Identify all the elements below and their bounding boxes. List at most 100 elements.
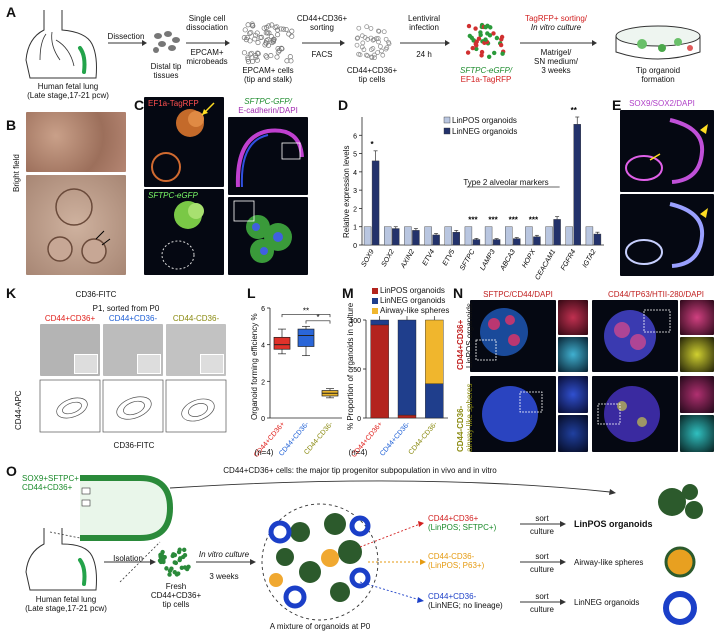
epcam-cell — [245, 56, 251, 62]
fresh-cell — [170, 553, 175, 559]
d-bar-neg — [412, 230, 420, 246]
a-step2-top-1: Single cell — [188, 14, 226, 23]
n-inset-2a — [680, 300, 714, 335]
o-lung-1: Human fetal lung — [35, 595, 97, 604]
fresh-cell — [158, 559, 164, 565]
d-y-tick-label: 0 — [353, 243, 357, 250]
d-bar-pos — [363, 226, 372, 246]
d-bar-neg — [593, 233, 602, 246]
d-bar-neg — [452, 231, 460, 246]
d-legend-pos: LinPOS organoids — [452, 116, 517, 125]
l-box — [273, 336, 291, 350]
epcam-cell — [284, 58, 290, 64]
epcam-cell — [272, 24, 278, 30]
infected-cell — [486, 54, 492, 60]
l-ylabel: Organoid forming efficiency % — [250, 313, 259, 420]
epcam-cell — [242, 27, 248, 33]
m-y-tick-label: 100 — [349, 318, 361, 325]
infected-cell — [470, 45, 475, 51]
n-image-3 — [470, 376, 556, 452]
d-bar-pos — [444, 226, 452, 246]
a-step4-top-1: Lentiviral — [407, 14, 441, 23]
panel-label-d: D — [338, 97, 349, 113]
l-n: (n=4) — [254, 448, 274, 457]
c-ecad-image-top — [228, 117, 308, 195]
tip-cell — [383, 36, 389, 42]
o-r2-b: (LinPOS; P63+) — [428, 561, 485, 570]
tip-cell — [365, 36, 371, 42]
o-r1-b: (LinPOS; SFTPC+) — [428, 523, 497, 532]
a-step3-top-1: CD44+CD36+ — [296, 14, 348, 23]
a-step3-top-2: sorting — [309, 23, 335, 32]
tip-cell — [365, 53, 370, 59]
o-sort-3: sort — [535, 592, 549, 601]
panel-a-schematic — [25, 10, 701, 79]
k-brightfield-3 — [166, 324, 226, 376]
panel-o-schematic — [25, 475, 703, 625]
k-group-3: CD44-CD36- — [172, 314, 220, 323]
infected-cell — [479, 53, 484, 58]
d-bar-neg — [472, 239, 481, 246]
fresh-cell — [182, 547, 187, 553]
infected-cell — [491, 31, 496, 36]
o-mixture: A mixture of organoids at P0 — [269, 622, 371, 631]
d-legend-neg: LinNEG organoids — [452, 127, 518, 136]
tip-cell — [357, 52, 363, 58]
b-brightfield-top — [26, 112, 126, 172]
d-bar-pos — [505, 226, 513, 246]
epcam-cell — [248, 29, 254, 36]
d-bar-neg — [533, 236, 541, 246]
fresh-cell — [176, 549, 182, 555]
d-category-label: AXIN2 — [399, 248, 416, 270]
d-bar-pos — [565, 226, 573, 246]
d-significance: * — [371, 140, 375, 149]
tip-cell — [376, 39, 381, 45]
k-brightfield-1 — [40, 324, 100, 376]
d-category-label: SOX2 — [381, 248, 396, 268]
epcam-cell — [252, 32, 259, 38]
epcam-cell — [286, 31, 292, 37]
o-culture-2: culture — [529, 565, 555, 574]
epcam-cell — [289, 33, 295, 39]
m-n: (n=4) — [348, 448, 368, 457]
k-facs-plots — [39, 379, 227, 433]
a-step3-bottom-1: CD44+CD36+ — [346, 66, 398, 75]
c-sftpc-image — [144, 189, 224, 275]
l-y-tick-label: 2 — [261, 379, 265, 386]
infected-cell — [500, 51, 505, 56]
n-title-left: SFTPC/CD44/DAPI — [483, 290, 553, 299]
d-significance: *** — [468, 216, 478, 225]
l-sig-label: ** — [303, 307, 309, 316]
d-category-label: ETV4 — [421, 248, 436, 267]
infected-cell — [479, 49, 485, 55]
epcam-cell — [254, 57, 260, 63]
d-ylabel: Relative expression levels — [342, 145, 351, 239]
epcam-cell — [241, 35, 247, 41]
a-reporter-2: EF1a-TagRFP — [460, 75, 512, 84]
tip-cell — [370, 46, 376, 51]
tip-cell — [364, 52, 369, 58]
d-category-label: CEACAM1 — [534, 248, 557, 281]
epcam-cell — [247, 51, 253, 57]
epcam-cell — [268, 34, 274, 40]
a-step5-top-2: In vitro culture — [530, 23, 582, 32]
b-brightfield-bottom — [26, 175, 126, 275]
m-bar-segment — [397, 319, 417, 416]
a-step3-mid: FACS — [311, 50, 333, 59]
d-bar-pos — [464, 226, 473, 246]
n-image-4 — [592, 376, 678, 452]
fresh-cell — [182, 565, 188, 570]
a-step5-mid-3: 3 weeks — [541, 66, 571, 75]
infected-cell — [492, 50, 497, 56]
l-y-tick-label: 6 — [261, 306, 265, 313]
tip-cell — [359, 33, 365, 39]
d-bar-neg — [513, 238, 521, 246]
epcam-cell — [275, 32, 281, 38]
m-legend-3: Airway-like spheres — [380, 306, 450, 315]
l-y-tick-label: 4 — [261, 343, 265, 350]
tip-cell — [376, 29, 382, 34]
epcam-cell — [266, 23, 272, 29]
k-group-1: CD44+CD36+ — [44, 314, 96, 323]
infected-cell — [474, 46, 479, 52]
